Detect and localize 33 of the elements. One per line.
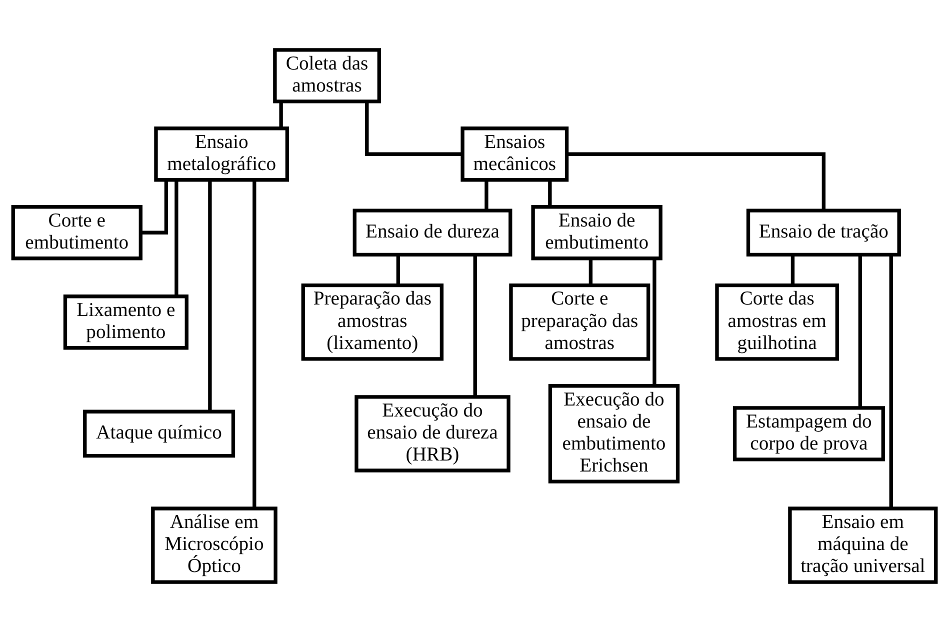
connector bbox=[790, 254, 795, 285]
connector bbox=[174, 180, 178, 296]
node-box: Execução do ensaio de embutimento Erichsen bbox=[548, 384, 680, 483]
node-box: Ensaios mecânicos bbox=[460, 126, 569, 182]
connector bbox=[652, 258, 656, 386]
node-box: Preparação das amostras (lixamento) bbox=[301, 283, 444, 360]
connector bbox=[889, 254, 893, 508]
node-box: Ensaio de tração bbox=[746, 208, 901, 256]
connector bbox=[396, 254, 400, 285]
connector bbox=[208, 179, 212, 411]
node-box: Estampagem do corpo de prova bbox=[732, 406, 885, 461]
connector bbox=[484, 180, 488, 210]
node-box: Corte e preparação das amostras bbox=[509, 283, 650, 360]
node-box: Ataque químico bbox=[83, 409, 236, 458]
node-box: Lixamento e polimento bbox=[63, 294, 188, 350]
node-box: Ensaio metalográfico bbox=[154, 126, 290, 182]
connector bbox=[588, 258, 593, 285]
node-box: Execução do ensaio de dureza (HRB) bbox=[354, 394, 510, 472]
connector bbox=[473, 254, 477, 396]
connector bbox=[567, 152, 826, 210]
connector bbox=[140, 180, 168, 234]
connector bbox=[365, 101, 462, 156]
connector bbox=[279, 101, 283, 128]
node-box: Corte e embutimento bbox=[11, 204, 142, 260]
node-box: Ensaio de embutimento bbox=[531, 204, 662, 260]
node-box: Ensaio em máquina de tração universal bbox=[788, 506, 938, 584]
node-box: Análise em Microscópio Óptico bbox=[151, 506, 278, 584]
connector bbox=[858, 254, 862, 408]
node-box: Ensaio de dureza bbox=[352, 208, 512, 256]
connector bbox=[548, 180, 552, 206]
node-box: Corte das amostras em guilhotina bbox=[715, 283, 839, 360]
connector bbox=[252, 180, 256, 508]
node-box: Coleta das amostras bbox=[273, 48, 381, 103]
